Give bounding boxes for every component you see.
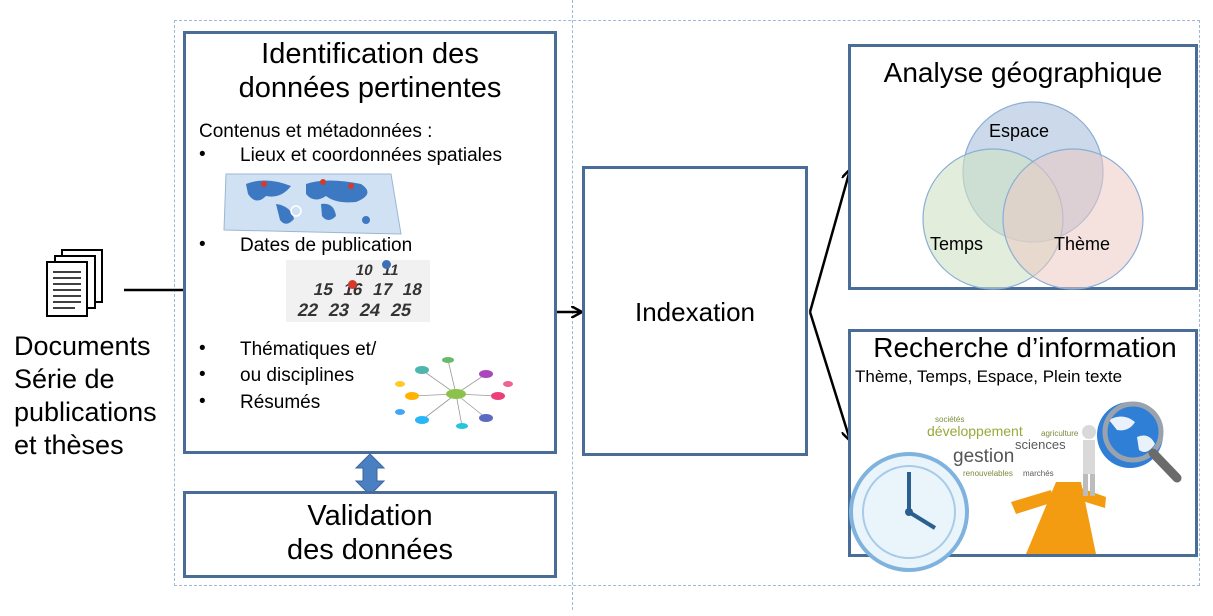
documents-line-3: publications: [14, 397, 157, 427]
venn-diagram: [922, 101, 1144, 290]
crossroads-person-icon: [1011, 425, 1106, 554]
cloud-word-agriculture: agriculture: [1041, 429, 1079, 438]
validation-line-2: des données: [286, 534, 454, 566]
recherche-title: Recherche d’information: [873, 332, 1177, 363]
mind-map-icon: [395, 357, 513, 429]
recherche-illustrations: [849, 401, 1182, 572]
venn-label-espace: Espace: [989, 121, 1050, 141]
identification-box: Identification des données pertinentes C…: [183, 31, 557, 454]
cloud-word-marches: marchés: [1023, 469, 1054, 478]
item-disciplines: ou disciplines: [240, 365, 355, 386]
analyse-title: Analyse géographique: [883, 57, 1163, 88]
identification-subtitle: Contenus et métadonnées :: [199, 121, 433, 142]
cloud-word-renouvelables: renouvelables: [963, 469, 1013, 478]
analyse-box: Analyse géographique Espace Temps Thème: [848, 44, 1198, 290]
identification-title-line-1: Identification des: [261, 38, 479, 70]
clock-icon: [849, 452, 969, 572]
bullet-3: •: [199, 338, 206, 359]
globe-magnifier-icon: [1097, 401, 1182, 483]
item-resumes: Résumés: [240, 392, 321, 413]
bullet-5: •: [199, 391, 206, 412]
recherche-box: Recherche d’information Thème, Temps, Es…: [848, 329, 1198, 572]
calendar-pin-red: [348, 280, 357, 289]
bullet-2: •: [199, 234, 206, 255]
cloud-word-societes: sociétés: [935, 415, 965, 424]
world-map-icon: [223, 173, 402, 235]
bullet-1: •: [199, 144, 206, 165]
arrow-indexation-to-analyse: [808, 170, 850, 313]
validation-title: Validation des données: [186, 499, 554, 567]
documents-line-4: et thèses: [14, 430, 124, 460]
indexation-box: Indexation: [582, 166, 808, 456]
documents-line-1: Documents: [14, 331, 151, 361]
validation-line-1: Validation: [307, 500, 433, 532]
cloud-word-developpement: développement: [927, 423, 1023, 439]
item-lieux: Lieux et coordonnées spatiales: [240, 145, 502, 166]
cloud-word-sciences: sciences: [1015, 437, 1066, 452]
venn-label-theme: Thème: [1054, 234, 1111, 254]
calendar-pin-blue: [382, 260, 391, 269]
bullet-4: •: [199, 364, 206, 385]
cloud-word-gestion: gestion: [953, 446, 1015, 467]
documents-line-2: Série de: [14, 364, 115, 394]
word-cloud: sociétés développement sciences agricult…: [923, 415, 1083, 490]
middle-dashed-divider: [572, 0, 573, 610]
recherche-subtitle: Thème, Temps, Espace, Plein texte: [855, 367, 1123, 386]
arrow-indexation-to-recherche: [808, 311, 850, 440]
item-dates: Dates de publication: [240, 235, 413, 256]
indexation-label: Indexation: [635, 297, 755, 327]
venn-label-temps: Temps: [930, 234, 984, 254]
outer-dashed-frame: [174, 20, 1200, 586]
calendar-icon: 10 11 15 16 17 18 22 23 24 25: [286, 260, 430, 322]
validation-box: Validation des données: [183, 491, 557, 578]
item-thematiques: Thématiques et/: [240, 339, 377, 360]
documents-label: Documents Série de publications et thèse…: [14, 330, 157, 462]
identification-title: Identification des données pertinentes: [186, 37, 554, 105]
identification-title-line-2: données pertinentes: [238, 72, 502, 104]
venn-circle-theme: [1002, 148, 1144, 290]
